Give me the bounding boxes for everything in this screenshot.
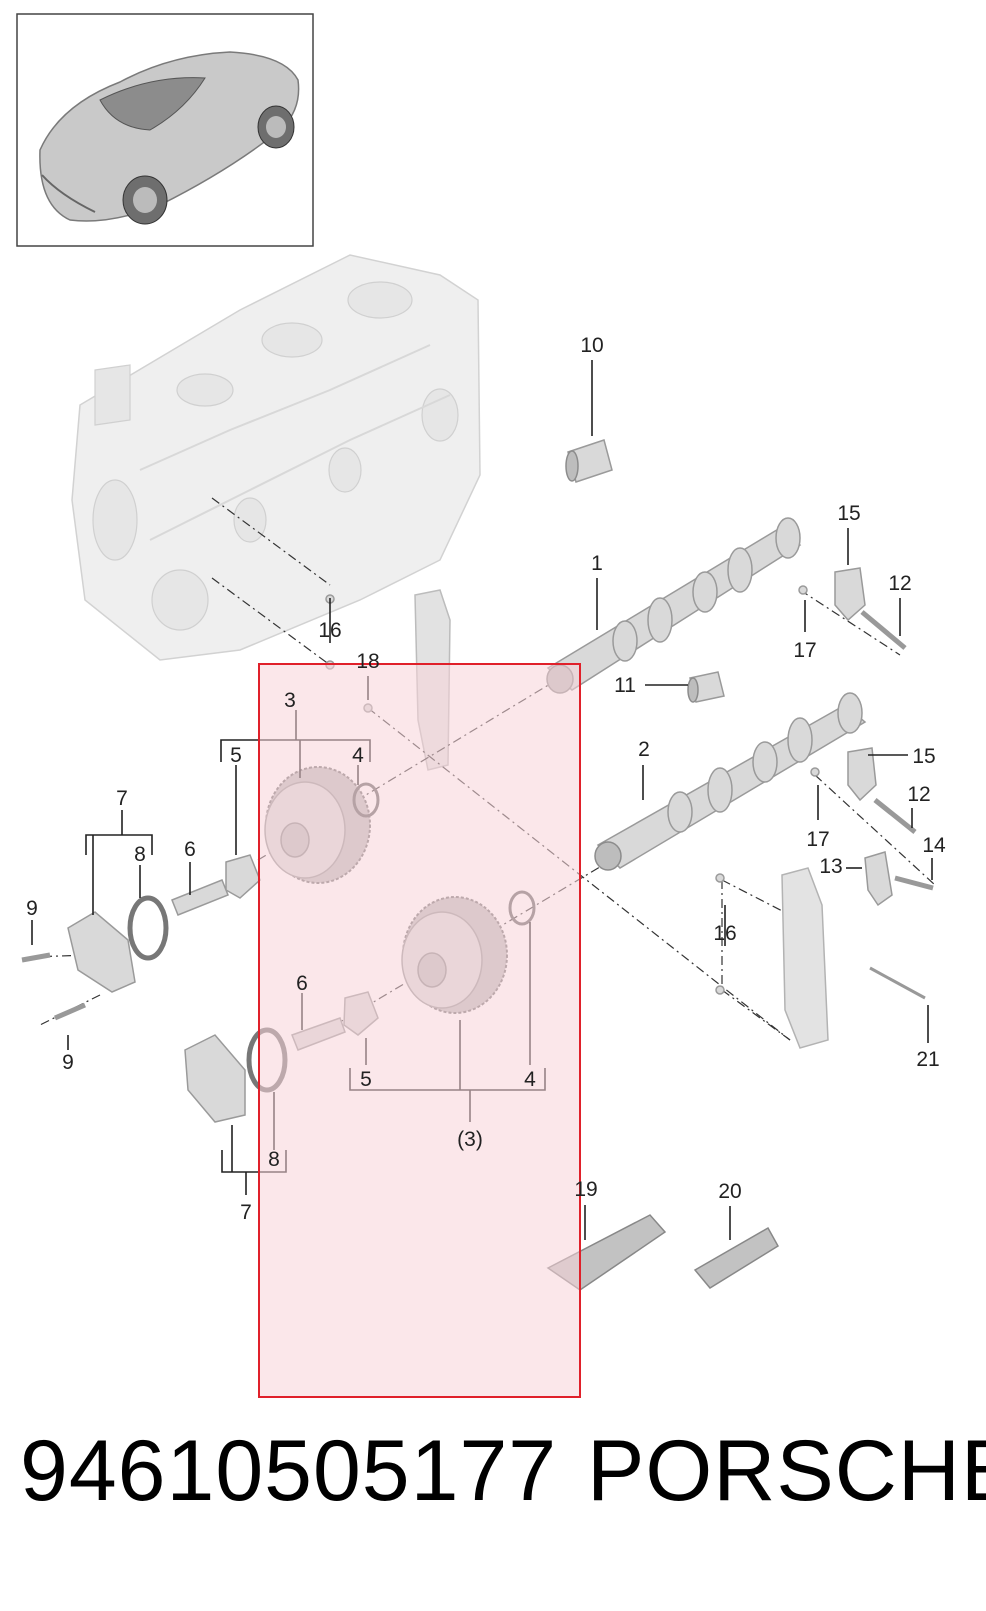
label-20: 20 [718,1180,741,1203]
highlight-box [258,663,581,1398]
label-7-lower: 7 [240,1201,252,1224]
label-4-lower: 4 [524,1068,536,1091]
seal-ring-upper [127,895,169,961]
label-18: 18 [356,650,379,673]
central-bolt-upper [171,879,229,916]
label-8-upper: 8 [134,843,146,866]
label-3-group: (3) [457,1128,483,1151]
label-21: 21 [916,1048,939,1071]
label-10: 10 [580,334,603,357]
part-number: 94610505177 [20,1423,558,1519]
callout-labels: 10 1 15 12 17 16 18 11 3 2 5 4 15 12 7 1… [26,334,946,1224]
cylinder-head-block [71,254,481,661]
sealant-tube-20 [693,1226,780,1289]
camshaft-exhaust [594,692,867,871]
label-15-upper: 15 [837,502,860,525]
label-16-upper: 16 [318,619,341,642]
washer-upper [225,854,261,899]
label-7-upper: 7 [116,787,128,810]
label-1: 1 [591,552,603,575]
label-6-upper: 6 [184,838,196,861]
label-12-upper: 12 [888,572,911,595]
sensor-part-13 [864,851,893,907]
label-14: 14 [922,834,946,857]
vehicle-thumbnail [16,13,314,247]
label-19: 19 [574,1178,597,1201]
housing-lower [184,1034,246,1123]
label-17-lower: 17 [806,828,829,851]
label-4-upper: 4 [352,744,364,767]
label-17-upper: 17 [793,639,816,662]
label-5-upper: 5 [230,744,242,767]
camshaft-intake [546,517,802,694]
housing-upper [67,911,136,993]
label-5-lower: 5 [360,1068,372,1091]
bushing-part-10 [565,439,613,483]
label-2: 2 [638,738,650,761]
bushing-part-11 [687,671,725,703]
label-15-lower: 15 [912,745,935,768]
label-11: 11 [614,674,636,697]
bearing-cap-lower [847,747,877,802]
label-6-lower: 6 [296,972,308,995]
label-9-lower: 9 [62,1051,74,1074]
label-9-upper: 9 [26,897,38,920]
brand-name: PORSCHE [587,1423,986,1519]
bearing-cap-upper [834,567,866,622]
label-12-lower: 12 [907,783,930,806]
label-16-lower: 16 [713,922,736,945]
label-3: 3 [284,689,296,712]
label-8-lower: 8 [268,1148,280,1171]
chain-guide-part-21 [781,867,829,1049]
label-13: 13 [819,855,842,878]
